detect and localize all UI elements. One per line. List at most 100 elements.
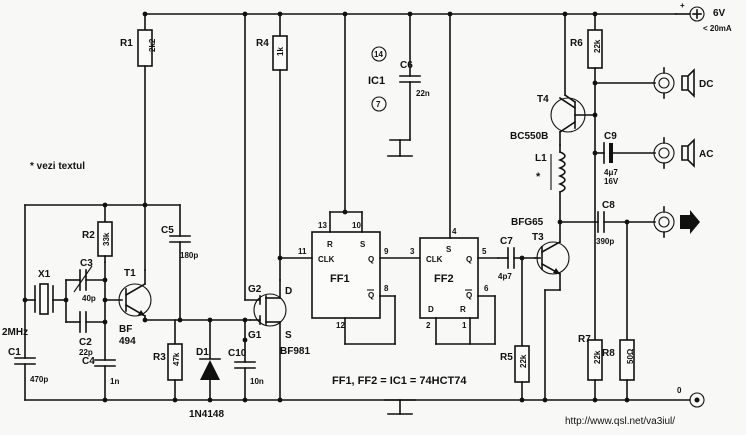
l1-ref: L1 xyxy=(535,153,547,164)
ff2-pin3: 3 xyxy=(410,247,415,256)
bf981-ref: BF981 xyxy=(280,346,310,357)
c8-value: 390p xyxy=(596,237,614,246)
inductor-l1: L1 * xyxy=(535,144,566,225)
capacitor-c8: C8 390p xyxy=(559,200,656,246)
ff2-pin6: 6 xyxy=(484,284,489,293)
capacitor-c5: C5 180p xyxy=(161,204,198,321)
ff1-s: S xyxy=(360,240,366,249)
c2-ref: C2 xyxy=(79,337,92,348)
capacitor-c4: C4 1n xyxy=(82,356,119,401)
t1-type: BF xyxy=(119,324,132,335)
ff2-qn: Q xyxy=(466,291,472,300)
ic1-pin7: 7 xyxy=(376,100,381,109)
ff2-q: Q xyxy=(466,255,472,264)
transistor-t1: T1 BF 494 xyxy=(104,268,152,347)
resistor-r5: R5 22k xyxy=(500,257,530,401)
c5-value: 180p xyxy=(180,251,198,260)
transistor-t3: T3 BFG65 xyxy=(511,217,570,401)
ground-rail xyxy=(24,397,691,415)
t3-ref: T3 xyxy=(532,232,544,243)
x1-freq: 2MHz xyxy=(2,327,28,338)
ff1-pin10: 10 xyxy=(352,221,361,230)
ff2-clk: CLK xyxy=(426,255,443,264)
flipflop-ff2: 3 CLK S 4 FF2 Q Q D R 5 6 2 1 xyxy=(410,13,499,345)
l1-mark: * xyxy=(536,171,541,183)
capacitor-c1: C1 470p xyxy=(8,297,48,401)
c2-value: 22p xyxy=(79,348,93,357)
t4-ref: T4 xyxy=(537,94,549,105)
flipflop-ff1: 11 CLK R S 13 10 FF1 Q Q 9 8 12 xyxy=(279,13,421,345)
ff1-clk: CLK xyxy=(318,255,335,264)
ff1-pin9: 9 xyxy=(384,247,389,256)
c10-value: 10n xyxy=(250,377,264,386)
ff1-q: Q xyxy=(368,255,374,264)
capacitor-c6: C6 22n xyxy=(387,13,430,157)
c7-value: 4p7 xyxy=(498,272,512,281)
c3-value: 40p xyxy=(82,294,96,303)
c9-value: 4μ7 xyxy=(604,168,618,177)
r6-ref: R6 xyxy=(570,38,583,49)
r7-value: 22k xyxy=(593,350,602,364)
capacitor-c9: C9 4μ7 16V xyxy=(592,131,656,186)
ff2-r: R xyxy=(460,305,466,314)
c7-ref: C7 xyxy=(500,236,513,247)
output-rf-connector xyxy=(653,206,700,238)
power-plus-label: + xyxy=(680,1,685,10)
ic-note: FF1, FF2 = IC1 = 74HCT74 xyxy=(332,375,467,387)
x1-ref: X1 xyxy=(38,269,51,280)
bf981-s: S xyxy=(285,330,292,341)
r5-ref: R5 xyxy=(500,352,513,363)
bf981-d: D xyxy=(285,286,292,297)
r4-ref: R4 xyxy=(256,38,269,49)
ff2-d: D xyxy=(428,305,434,314)
output-ac-connector: AC xyxy=(653,137,713,169)
ff2-pin2: 2 xyxy=(426,321,431,330)
d1-type: 1N4148 xyxy=(189,409,224,420)
ground-terminal-label: 0 xyxy=(677,386,682,395)
c3-ref: C3 xyxy=(80,258,93,269)
ff2-pin1: 1 xyxy=(462,321,467,330)
ff2-name: FF2 xyxy=(434,273,454,285)
ic1-ref: IC1 xyxy=(368,75,385,87)
crystal-x1: X1 2MHz xyxy=(2,204,67,338)
ic1-pin14: 14 xyxy=(374,50,383,59)
bf981-g1: G1 xyxy=(248,330,262,341)
ff1-pin8: 8 xyxy=(384,284,389,293)
capacitor-c2: C2 22p xyxy=(79,311,106,357)
resistor-r3: R3 47k xyxy=(153,319,183,401)
ff1-qn: Q xyxy=(368,291,374,300)
c10-ref: C10 xyxy=(228,348,247,359)
r2-value: 33k xyxy=(102,232,111,246)
bf981-g2: G2 xyxy=(248,284,262,295)
r7-ref: R7 xyxy=(578,334,591,345)
ground-terminal: 0 xyxy=(677,386,705,408)
c6-ref: C6 xyxy=(400,60,413,71)
c5-ref: C5 xyxy=(161,225,174,236)
supply-voltage-label: 6V xyxy=(713,8,726,19)
ff1-pin11: 11 xyxy=(298,247,307,256)
resistor-r4: R4 1k xyxy=(256,13,288,281)
d1-ref: D1 xyxy=(196,347,209,358)
resistor-r1: R1 2k2 xyxy=(120,13,157,271)
r1-ref: R1 xyxy=(120,38,133,49)
ff1-pin13: 13 xyxy=(318,221,327,230)
ic1-supply: 14 IC1 7 xyxy=(368,46,387,112)
resistor-r2: R2 33k xyxy=(82,204,113,263)
c1-value: 470p xyxy=(30,375,48,384)
t4-type: BC550B xyxy=(510,131,548,142)
capacitor-c10: C10 10n xyxy=(228,337,264,401)
c9-ref: C9 xyxy=(604,131,617,142)
c4-value: 1n xyxy=(110,377,119,386)
r3-value: 47k xyxy=(172,352,181,366)
t1-type2: 494 xyxy=(119,336,136,347)
ff2-pin4: 4 xyxy=(452,227,457,236)
c4-ref: C4 xyxy=(82,356,95,367)
r6-value: 22k xyxy=(593,39,602,53)
r4-value: 1k xyxy=(276,47,285,56)
diode-d1: D1 1N4148 xyxy=(189,319,224,420)
ff1-pin12: 12 xyxy=(336,321,345,330)
r8-value: 50Ω xyxy=(626,348,635,364)
t3-type: BFG65 xyxy=(511,217,544,228)
output-dc-label: DC xyxy=(699,79,713,90)
